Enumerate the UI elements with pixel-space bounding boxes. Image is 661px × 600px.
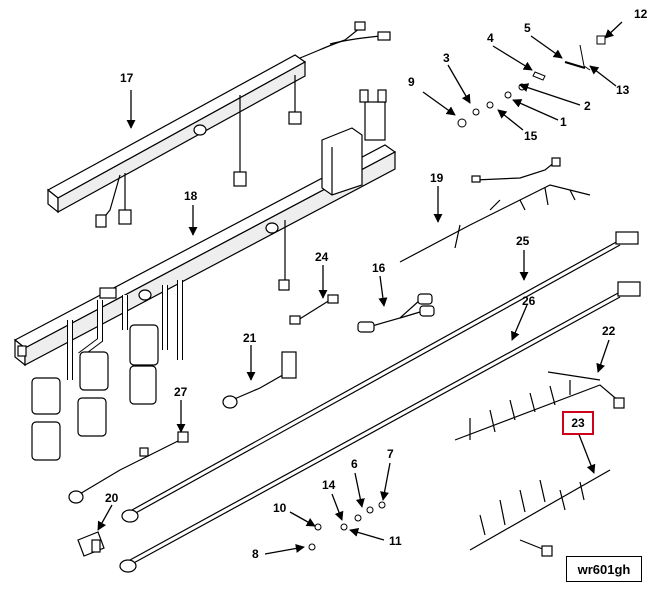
part-16-adapter	[357, 293, 435, 333]
part-27-cable	[68, 431, 189, 504]
callout-16: 16	[372, 261, 386, 275]
callout-15: 15	[524, 129, 538, 143]
callout-4: 4	[487, 31, 494, 45]
callout-21: 21	[243, 331, 257, 345]
part-23-harness	[469, 469, 611, 557]
callout-12: 12	[634, 7, 648, 21]
callout-18: 18	[184, 189, 198, 203]
callout-10: 10	[273, 501, 287, 515]
figure-reference-code: wr601gh	[566, 556, 642, 582]
callout-5: 5	[524, 21, 531, 35]
part-25-26-long-cables	[119, 231, 641, 573]
callout-1: 1	[560, 115, 567, 129]
callout-17: 17	[120, 71, 134, 85]
part-20-bracket	[77, 531, 105, 557]
callout-11: 11	[389, 534, 402, 548]
part-21-cable	[222, 351, 297, 409]
part-17-upper-rail	[46, 21, 391, 228]
callout-19: 19	[430, 171, 444, 185]
callout-8: 8	[252, 547, 259, 561]
callout-20: 20	[105, 491, 119, 505]
callout-13: 13	[616, 83, 630, 97]
small-hardware	[308, 35, 606, 551]
leader-arrows	[97, 21, 623, 555]
callout-26: 26	[522, 294, 536, 308]
part-18-main-rail	[13, 89, 397, 461]
part-19-harness	[399, 157, 591, 263]
callout-9: 9	[408, 75, 415, 89]
part-24-pigtail	[289, 294, 339, 325]
part-22-harness	[454, 371, 625, 441]
callout-6: 6	[351, 457, 358, 471]
callout-25: 25	[516, 234, 530, 248]
callout-3: 3	[443, 51, 450, 65]
callout-2: 2	[584, 99, 591, 113]
callout-labels: 17 18 19 25 26 16 24 21 27 20 22 9 3 4 5…	[105, 7, 648, 561]
callout-27: 27	[174, 385, 188, 399]
highlighted-callout-23[interactable]: 23	[562, 411, 594, 435]
callout-14: 14	[322, 478, 336, 492]
callout-7: 7	[387, 447, 394, 461]
callout-22: 22	[602, 324, 616, 338]
callout-24: 24	[315, 250, 329, 264]
